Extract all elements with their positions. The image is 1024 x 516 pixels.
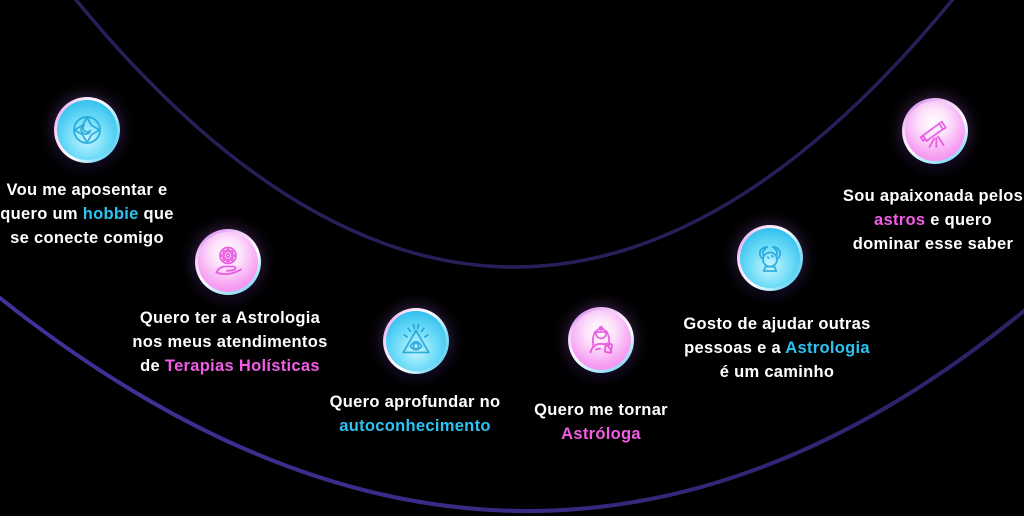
crystal-ball-icon (758, 246, 782, 272)
milestone-icon-disc (905, 101, 965, 161)
caption-line: Gosto de ajudar outras (683, 315, 871, 333)
astrologer-woman-icon (589, 325, 613, 354)
milestone-caption: Sou apaixonada pelos astros e quero domina… (843, 184, 1023, 256)
milestone-icon-disc (198, 232, 258, 292)
milestone-icon-disc (571, 310, 631, 370)
caption-line: pessoas e a Astrologia (684, 339, 870, 357)
caption-line: autoconhecimento (339, 417, 491, 435)
caption-line: astros e quero (874, 211, 992, 229)
caption-line: nos meus atendimentos (132, 333, 328, 351)
eye-of-providence-icon (402, 323, 430, 354)
caption-line: quero um hobbie que (0, 205, 174, 223)
milestone-badge (54, 97, 120, 163)
caption-line: Quero me tornar (534, 401, 668, 419)
milestone-badge (568, 307, 634, 373)
milestone-badge (902, 98, 968, 164)
telescope-icon (919, 120, 947, 148)
milestone-icon-disc (386, 311, 446, 371)
milestone-caption: Vou me aposentar e quero um hobbie que se … (0, 178, 173, 250)
zodiac-sun-icon (73, 116, 101, 144)
milestone-badge (195, 229, 261, 295)
caption-line: Sou apaixonada pelos (842, 187, 1024, 205)
milestone-badge (737, 225, 803, 291)
caption-line: se conecte comigo (10, 229, 164, 247)
caption-line: Vou me aposentar e (6, 181, 168, 199)
caption-line: Quero ter a Astrologia (139, 309, 321, 327)
milestone-caption: Quero aprofundar no autoconhecimento (330, 390, 501, 438)
milestone-icon-disc (57, 100, 117, 160)
caption-line: de Terapias Holísticas (140, 357, 320, 375)
caption-line: é um caminho (719, 363, 835, 381)
milestone-caption: Gosto de ajudar outras pessoas e a Astrol… (683, 312, 870, 384)
milestone-caption: Quero ter a Astrologia nos meus atendimen… (132, 306, 327, 378)
caption-line: dominar esse saber (852, 235, 1014, 253)
hand-offering-wheel-icon (215, 246, 242, 275)
milestone-badge (383, 308, 449, 374)
milestone-icon-disc (740, 228, 800, 288)
caption-line: Quero aprofundar no (329, 393, 501, 411)
arc-top (73, 0, 955, 269)
caption-line: Astróloga (561, 425, 641, 443)
